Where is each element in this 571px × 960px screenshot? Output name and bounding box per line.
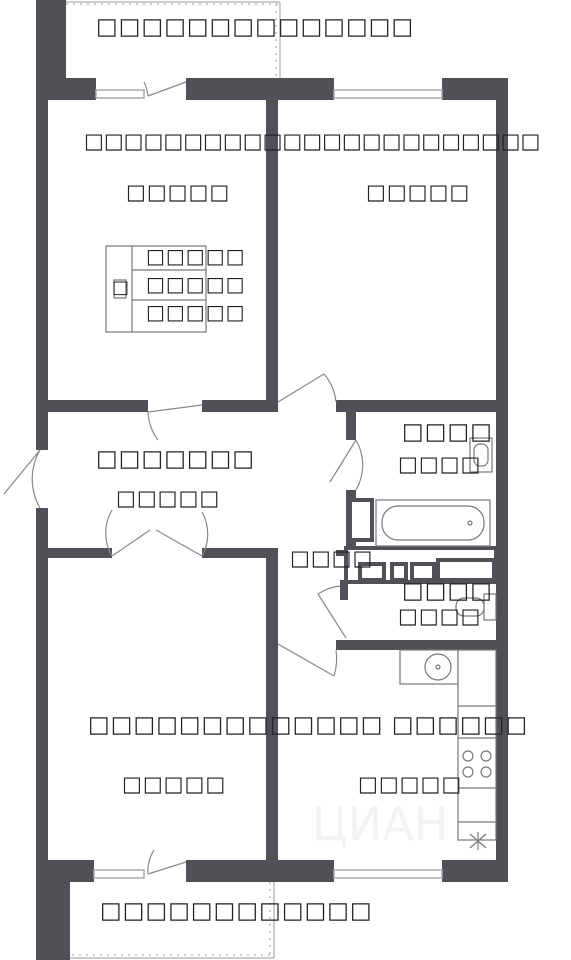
bathroom-name: □□□□ [402,419,493,445]
loggia-top-label: □□□□□□□□□□□□□□ [96,14,415,40]
duct-blocks [344,498,498,584]
kitchen-counter [399,649,497,850]
walls [36,0,508,960]
bed-marker: □ [112,277,131,298]
bed-note-3: □□□□□ [146,300,246,324]
windows [93,89,443,879]
watermark: ЦИАН [312,797,448,851]
room-top-right-area: □□□□□ [366,180,471,204]
toilet [455,593,497,621]
bathtub [375,499,491,547]
bathroom-area: □□□□ [398,452,482,476]
bed [105,245,207,333]
bedroom-top-left-name: □□□□□□□□□□□□□□□□□□□□□□□ [84,129,541,153]
living-area: □□□□□ [122,772,227,796]
wc-name: □□□□ [402,578,493,604]
doors [3,81,364,875]
bed-note-2: □□□□□ [146,272,246,296]
loggia-bottom-label: □□□□□□□□□□□□ [100,898,373,924]
kitchen-area: □□□□□ [358,772,463,796]
loggia-top [66,1,281,78]
hall-area: □□□□□ [116,486,221,510]
wc-area: □□□□ [398,604,482,628]
bathroom-sink [469,437,493,473]
loggia-bottom [70,882,275,959]
bedroom-top-left-area: □□□□□ [126,180,231,204]
hall-name: □□□□□□□ [96,446,256,472]
living-name: □□□□□□□□□□□□□ □□□□□□ [88,712,529,738]
corridor-area: □□□□ [290,546,374,570]
bed-note-1: □□□□□ [146,244,246,268]
